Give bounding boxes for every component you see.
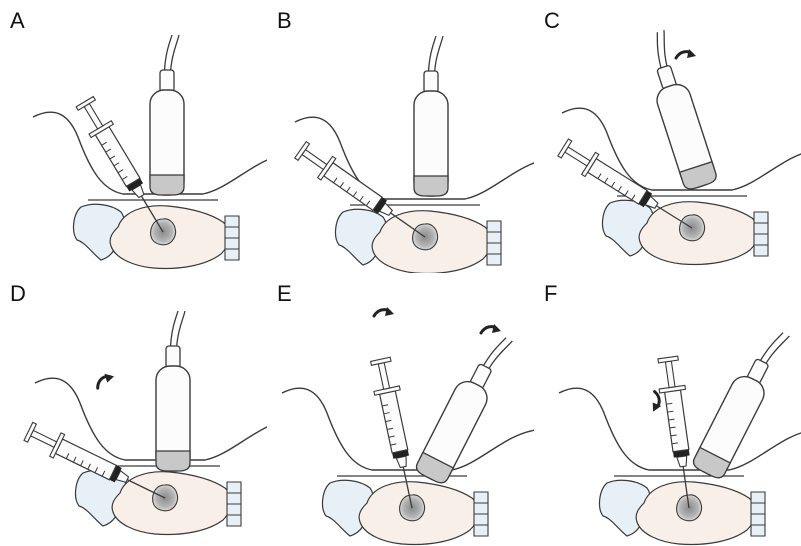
panel-e-illustration — [267, 273, 534, 546]
movement-arrow-icon — [481, 324, 501, 333]
panel-a: A — [0, 0, 267, 273]
panel-d: D — [0, 273, 267, 546]
panel-f-illustration — [534, 273, 801, 546]
ultrasound-probe-icon — [414, 328, 517, 486]
panel-a-illustration — [0, 0, 267, 273]
panel-e: E — [267, 273, 534, 546]
ultrasound-probe-icon — [150, 35, 184, 195]
movement-arrow-icon — [651, 392, 663, 413]
movement-arrow-icon — [374, 307, 394, 316]
movement-arrow-icon — [676, 49, 696, 58]
anatomy-group — [282, 388, 534, 544]
panel-b-illustration — [267, 0, 534, 273]
movement-arrow-icon — [93, 370, 115, 388]
ultrasound-probe-icon — [156, 311, 190, 471]
ultrasound-probe-icon — [414, 36, 448, 196]
panel-c: C — [534, 0, 801, 273]
panel-b: B — [267, 0, 534, 273]
panel-c-illustration — [534, 0, 801, 273]
ultrasound-probe-icon — [636, 29, 718, 192]
panel-d-illustration — [0, 273, 267, 546]
ultrasound-probe-icon — [691, 323, 794, 481]
panel-f: F — [534, 273, 801, 546]
